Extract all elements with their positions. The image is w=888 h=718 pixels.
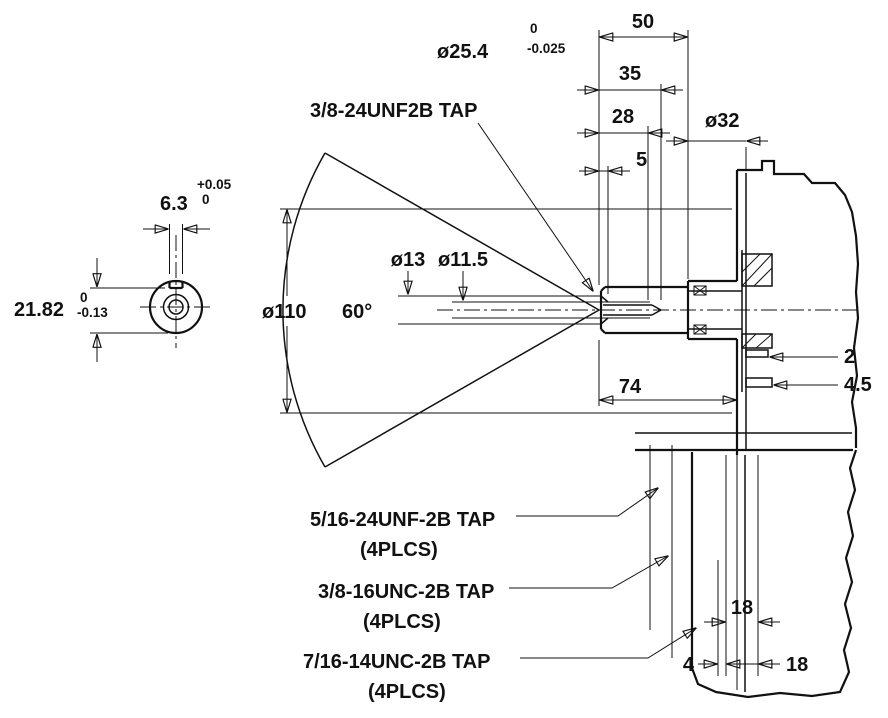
dim-face-distance-text: 74 bbox=[619, 376, 642, 398]
callouts-side-taps: 5/16-24UNF-2B TAP (4PLCS) 3/8-16UNC-2B T… bbox=[303, 488, 696, 703]
dim-shaft-diameter-tol-lower: -0.025 bbox=[527, 41, 566, 56]
dim-depth-5-text: 5 bbox=[636, 149, 647, 171]
drill-point-top bbox=[651, 304, 662, 311]
dim-depth-28-text: 28 bbox=[612, 106, 634, 128]
dim-clearance-diameter-text: ø110 bbox=[262, 301, 306, 323]
side-tap-2-label: 3/8-16UNC-2B TAP bbox=[318, 581, 494, 603]
dim-18-upper-text: 18 bbox=[731, 597, 753, 619]
side-tap-2-note: (4PLCS) bbox=[363, 611, 441, 633]
side-tap-1-leader bbox=[516, 488, 658, 517]
oil-seal-lower bbox=[693, 324, 707, 335]
dim-washer-thickness-text: 2 bbox=[844, 346, 855, 368]
washer bbox=[745, 349, 769, 358]
side-tap-1-note: (4PLCS) bbox=[360, 539, 438, 561]
cone-arc bbox=[282, 152, 326, 468]
countersink-chamfer-bottom bbox=[600, 317, 609, 325]
shaft-side-view bbox=[398, 285, 688, 335]
callout-shaft-end-tap: 3/8-24UNF2B TAP bbox=[310, 100, 593, 291]
crankcase-outline-lower bbox=[690, 449, 858, 699]
dim-clearance-angle-text: 60° bbox=[342, 301, 372, 323]
crankcase-section bbox=[635, 159, 860, 699]
dim-boss-diameter-text: ø32 bbox=[705, 110, 739, 132]
dim-4-text: 4 bbox=[683, 654, 695, 676]
dim-face-distance: 74 bbox=[598, 340, 736, 406]
dims-top: 50 35 28 5 ø25.4 0 -0.025 bbox=[437, 11, 689, 300]
crankcase-outline-upper bbox=[737, 159, 860, 448]
drill-point-bottom bbox=[651, 309, 662, 316]
side-tap-3-label: 7/16-14UNC-2B TAP bbox=[303, 651, 490, 673]
dim-boss-diameter: ø32 bbox=[666, 110, 768, 170]
shim bbox=[745, 377, 773, 388]
oil-seal-upper bbox=[693, 285, 707, 296]
dim-keyway-width-tol-lower: 0 bbox=[202, 192, 210, 207]
dim-keyway-flat-tol-lower: -0.13 bbox=[77, 305, 108, 320]
shaft-end-view bbox=[140, 235, 213, 348]
dim-shaft-diameter-text: ø25.4 bbox=[437, 41, 489, 63]
dim-keyway-flat-tol-upper: 0 bbox=[80, 290, 88, 305]
dim-18-lower-text: 18 bbox=[786, 654, 808, 676]
dim-keyway-width-text: 6.3 bbox=[160, 193, 188, 215]
clearance-cone: ø110 60° bbox=[262, 152, 732, 468]
side-tap-1-label: 5/16-24UNF-2B TAP bbox=[310, 509, 495, 531]
countersink-chamfer-top bbox=[600, 295, 609, 303]
dim-shim-thickness-text: 4.5 bbox=[844, 374, 872, 396]
cone-upper-edge bbox=[324, 152, 600, 311]
side-tap-3-leader bbox=[520, 628, 696, 659]
side-tap-2-leader bbox=[509, 556, 668, 589]
side-tap-3-note: (4PLCS) bbox=[368, 681, 446, 703]
dims-bottom: 18 4 18 bbox=[683, 455, 808, 676]
dim-depth-35-text: 35 bbox=[619, 63, 641, 85]
dim-keyway-flat: 21.82 0 -0.13 bbox=[14, 258, 168, 362]
cone-lower-edge bbox=[324, 309, 600, 468]
dim-keyway-width: 6.3 +0.05 0 bbox=[143, 177, 232, 274]
bearing-upper bbox=[741, 253, 773, 287]
dim-shaft-length-text: 50 bbox=[632, 11, 654, 33]
dim-tap-drill-diameter-text: ø11.5 bbox=[438, 249, 488, 271]
shaft-end-tap-label: 3/8-24UNF2B TAP bbox=[310, 100, 477, 122]
bearing-lower bbox=[741, 333, 773, 349]
dim-keyway-width-tol-upper: +0.05 bbox=[197, 177, 232, 192]
dim-shaft-diameter-tol-upper: 0 bbox=[530, 21, 538, 36]
dim-hole-diameters: ø13 ø11.5 bbox=[391, 249, 488, 300]
callouts-washer-shim: 2 4.5 bbox=[770, 346, 872, 396]
dim-keyway-flat-text: 21.82 bbox=[14, 299, 64, 321]
shaft-end-tap-leader bbox=[477, 122, 593, 291]
dim-countersink-diameter-text: ø13 bbox=[391, 249, 425, 271]
